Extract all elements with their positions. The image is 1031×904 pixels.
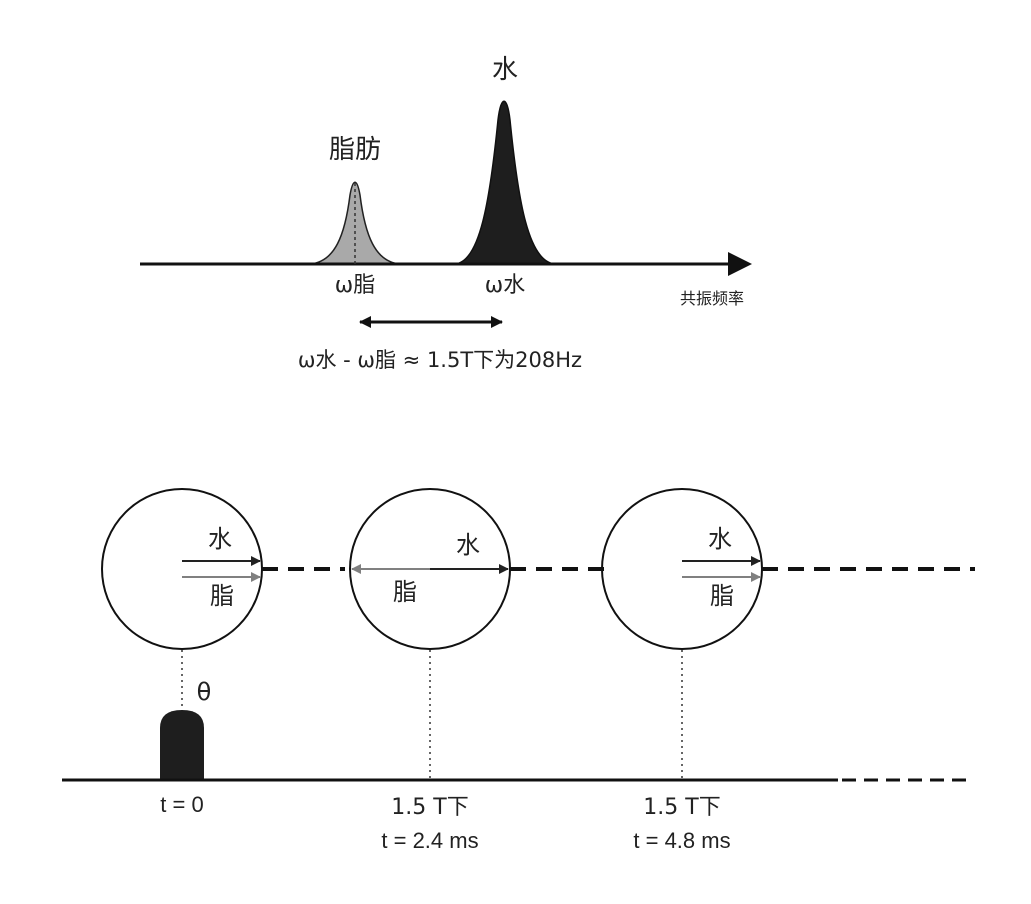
water-peak-label: 水 [492, 55, 518, 85]
rf-pulse [160, 710, 204, 780]
time-label-1: t = 0 [160, 792, 203, 817]
water-peak [454, 100, 556, 265]
omega-water-label: ω水 [485, 273, 525, 298]
water-label-1: 水 [208, 525, 232, 553]
water-label-2: 水 [456, 531, 480, 559]
fat-peak-label: 脂肪 [329, 135, 381, 165]
phase-circle-3: 水 脂 [601, 488, 763, 650]
frequency-difference-label: ω水 - ω脂 ≈ 1.5T下为208Hz [298, 348, 582, 372]
omega-fat-label: ω脂 [335, 273, 375, 298]
fat-label-1: 脂 [210, 582, 234, 610]
water-label-3: 水 [708, 525, 732, 553]
phase-diagram: 水 脂 水 脂 水 脂 θ t = 0 [62, 488, 975, 853]
flip-angle-label: θ [197, 678, 212, 706]
fat-label-3: 脂 [710, 582, 734, 610]
phase-circle-2: 水 脂 [349, 488, 511, 650]
frequency-axis-arrowhead [728, 252, 752, 276]
field-label-2: 1.5 T下 [391, 795, 468, 820]
fat-label-2: 脂 [393, 578, 417, 606]
time-label-2: t = 2.4 ms [381, 828, 478, 853]
spectrum: 水 脂肪 ω脂 ω水 共振频率 ω水 - ω脂 ≈ 1.5T下为208Hz [140, 55, 752, 372]
field-label-3: 1.5 T下 [643, 795, 720, 820]
frequency-axis-label: 共振频率 [680, 289, 744, 308]
time-label-3: t = 4.8 ms [633, 828, 730, 853]
fat-peak [309, 181, 401, 265]
phase-circle-1: 水 脂 [101, 488, 263, 650]
